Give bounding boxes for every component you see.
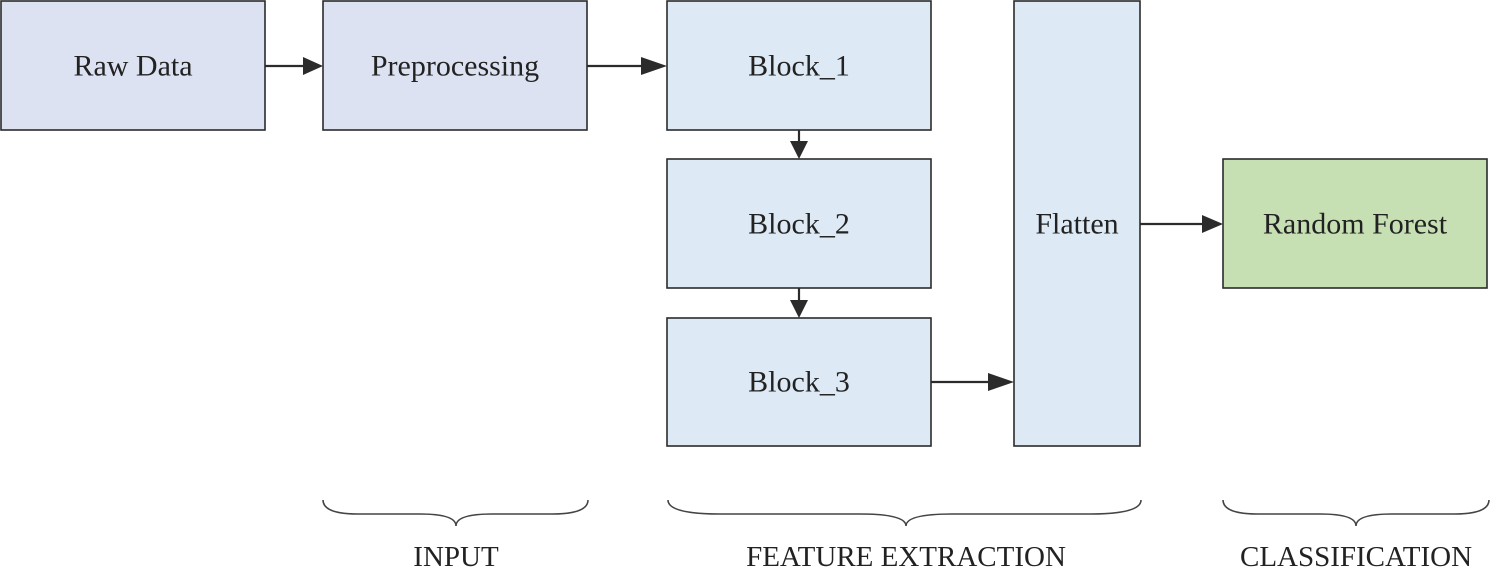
node-random-forest: Random Forest — [1222, 158, 1488, 289]
group-label-input: INPUT — [413, 541, 499, 573]
node-preprocessing-label: Preprocessing — [371, 50, 539, 83]
edge-block-2-to-block-3 — [790, 288, 808, 318]
group-label-classification: CLASSIFICATION — [1240, 541, 1472, 573]
node-preprocessing-box — [322, 0, 588, 131]
node-block-1-label: Block_1 — [748, 50, 850, 83]
node-block-2-box — [666, 158, 932, 289]
edge-preprocessing-to-block-1 — [587, 57, 667, 75]
arrowhead-down-icon — [790, 141, 808, 159]
brace-classification — [1222, 499, 1490, 527]
brace-classification-curve — [1222, 499, 1490, 527]
node-block-1: Block_1 — [666, 0, 932, 131]
arrowhead-down-icon — [790, 300, 808, 318]
group-label-feature-extraction: FEATURE EXTRACTION — [746, 541, 1066, 573]
arrowhead-right-icon — [988, 373, 1014, 391]
node-raw-data-box — [0, 0, 266, 131]
brace-input — [322, 499, 589, 527]
edge-block-3-to-flatten — [931, 373, 1014, 391]
node-block-2: Block_2 — [666, 158, 932, 289]
node-random-forest-box — [1222, 158, 1488, 289]
brace-input-curve — [322, 499, 589, 527]
node-random-forest-label: Random Forest — [1263, 208, 1448, 241]
node-block-3-label: Block_3 — [748, 366, 850, 399]
node-block-3-box — [666, 317, 932, 447]
node-preprocessing: Preprocessing — [322, 0, 588, 131]
node-raw-data: Raw Data — [0, 0, 266, 131]
node-flatten-label: Flatten — [1035, 208, 1118, 241]
arrowhead-right-icon — [1202, 215, 1223, 233]
node-flatten: Flatten — [1013, 0, 1141, 447]
brace-feature-extraction-curve — [667, 499, 1142, 527]
node-block-2-label: Block_2 — [748, 208, 850, 241]
node-raw-data-label: Raw Data — [73, 50, 192, 83]
node-block-3: Block_3 — [666, 317, 932, 447]
node-flatten-box — [1013, 0, 1141, 447]
brace-feature-extraction — [667, 499, 1142, 527]
edge-raw-data-to-preprocessing — [265, 57, 323, 75]
arrowhead-right-icon — [303, 57, 323, 75]
arrowhead-right-icon — [641, 57, 667, 75]
node-block-1-box — [666, 0, 932, 131]
edge-block-1-to-block-2 — [790, 130, 808, 159]
edge-flatten-to-random-forest — [1140, 215, 1223, 233]
